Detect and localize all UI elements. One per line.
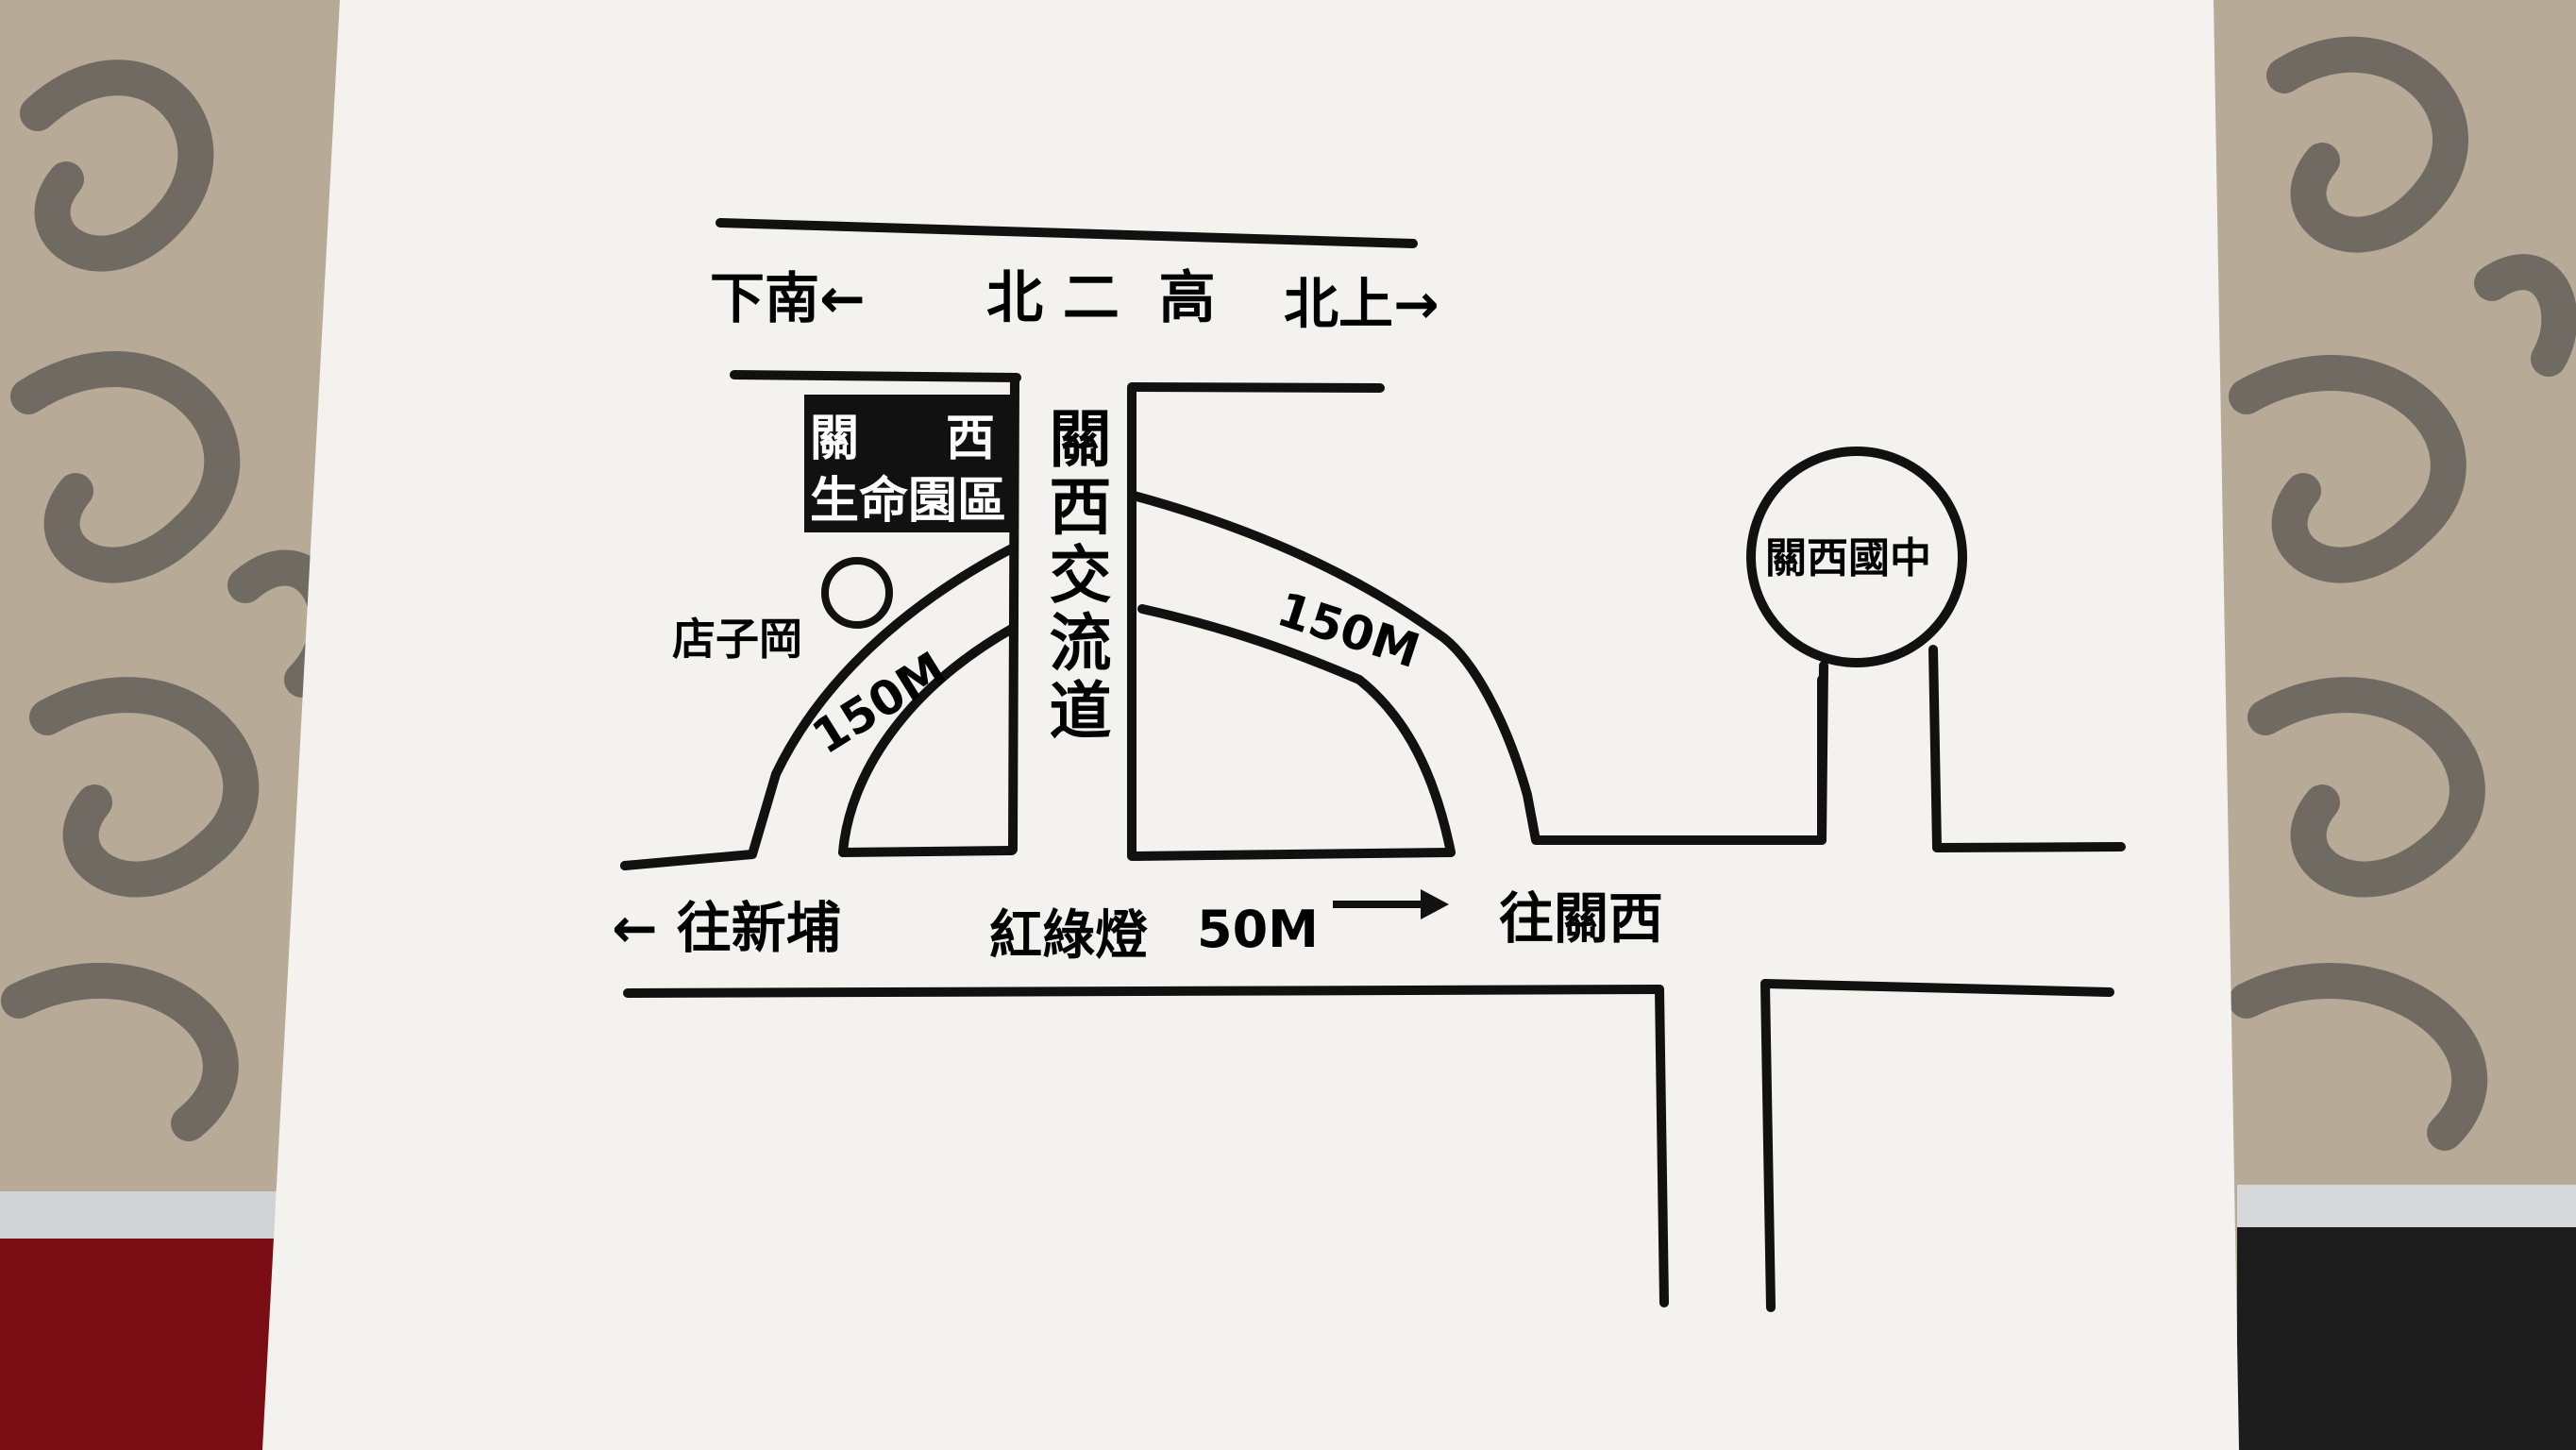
red-cloth — [0, 1227, 283, 1450]
main-road-bottom — [623, 985, 1664, 998]
south-direction-label: 下南← — [710, 266, 866, 330]
paper-sheet — [262, 0, 2239, 1450]
park-name-char-1: 關 — [810, 411, 859, 467]
park-name-line-2: 生命園區 — [810, 473, 1006, 530]
to-xinpu-label: ← 往新埔 — [612, 896, 841, 960]
right-ramp-outer — [1129, 491, 1827, 845]
dark-shadow — [2237, 1218, 2576, 1450]
cross-road-left — [1655, 985, 1669, 1307]
cross-road-right — [1760, 979, 1776, 1312]
interchange-label: 關西交流道 — [1039, 406, 1112, 746]
freeway-bottom-line-left — [730, 370, 1021, 382]
park-label-box — [804, 395, 1015, 532]
main-road-bottom-right — [1760, 979, 2114, 997]
freeway-top-line — [716, 218, 1418, 248]
direction-arrow — [1333, 889, 1449, 919]
left-ramp-inner — [838, 624, 1017, 857]
school-label: 關西國中 — [1765, 534, 1931, 582]
north-direction-label: 北上→ — [1284, 272, 1440, 336]
left-ramp-base — [838, 846, 1017, 857]
road-lines — [620, 218, 2126, 1312]
school-road-right — [1928, 645, 1942, 852]
bottom-distance-label: 50M — [1197, 900, 1319, 959]
school-road-left — [1817, 661, 1828, 845]
freeway-bottom-line-right — [1127, 382, 1385, 393]
school-circle — [1746, 447, 1967, 667]
to-guanxi-label: 往關西 — [1499, 886, 1663, 951]
right-ramp-inner — [1137, 604, 1456, 857]
left-ramp-outer — [620, 545, 1015, 870]
right-ramp-base — [1129, 848, 1456, 861]
right-road-top — [1932, 842, 2126, 852]
dianzigang-label: 店子岡 — [672, 614, 802, 665]
park-name-char-2: 西 — [946, 411, 995, 467]
foil-strip-right — [2237, 1185, 2576, 1227]
dianzigang-circle — [821, 557, 893, 629]
freeway-name-label: 北 二 高 — [986, 265, 1216, 331]
traffic-light-label: 紅綠燈 — [989, 905, 1148, 967]
foil-strip — [0, 1191, 283, 1239]
